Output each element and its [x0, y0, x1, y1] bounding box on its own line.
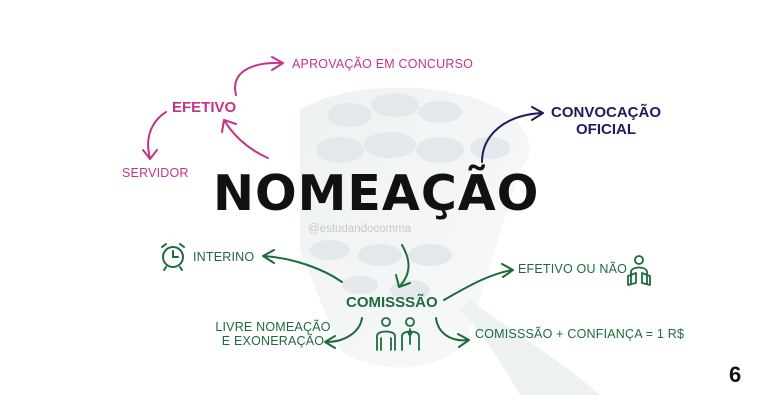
node-livre-nomeacao: LIVRE NOMEAÇÃO E EXONERAÇÃO — [214, 320, 332, 348]
alarm-clock-icon — [161, 243, 185, 271]
node-servidor: SERVIDOR — [122, 166, 189, 180]
node-comissao-confianca: COMISSSÃO + CONFIANÇA = 1 R$ — [475, 327, 685, 341]
arrow-to-efetivo-ou-nao — [443, 269, 513, 301]
convocacao-line-2: OFICIAL — [576, 121, 636, 138]
arrow-to-confianca — [435, 317, 469, 342]
node-aprovacao-em-concurso: APROVAÇÃO EM CONCURSO — [292, 57, 474, 71]
node-convocacao-oficial: CONVOCAÇÃO OFICIAL — [547, 104, 665, 138]
reading-person-icon — [627, 255, 651, 286]
node-efetivo-ou-nao: EFETIVO OU NÃO — [518, 262, 628, 276]
watermark: @estudandocomma — [308, 223, 412, 235]
arrow-efetivo-to-servidor — [147, 111, 167, 159]
main-title: NOMEAÇÃO — [213, 165, 540, 222]
arrow-to-comissao — [399, 244, 410, 287]
arrow-to-livre — [325, 317, 363, 343]
arrow-efetivo-to-aprovacao — [234, 61, 283, 96]
arrow-to-interino — [263, 255, 343, 283]
node-efetivo: EFETIVO — [172, 99, 237, 116]
node-comissao: COMISSSÃO — [346, 294, 438, 311]
two-people-icon — [376, 317, 420, 351]
livre-line-2: E EXONERAÇÃO — [221, 334, 325, 348]
arrow-title-to-efetivo — [223, 119, 269, 159]
arrow-to-convocacao — [481, 112, 543, 163]
convocacao-line-1: CONVOCAÇÃO — [550, 104, 661, 121]
node-interino: INTERINO — [193, 250, 255, 264]
page-number: 6 — [729, 362, 742, 387]
livre-line-1: LIVRE NOMEAÇÃO — [215, 320, 331, 334]
